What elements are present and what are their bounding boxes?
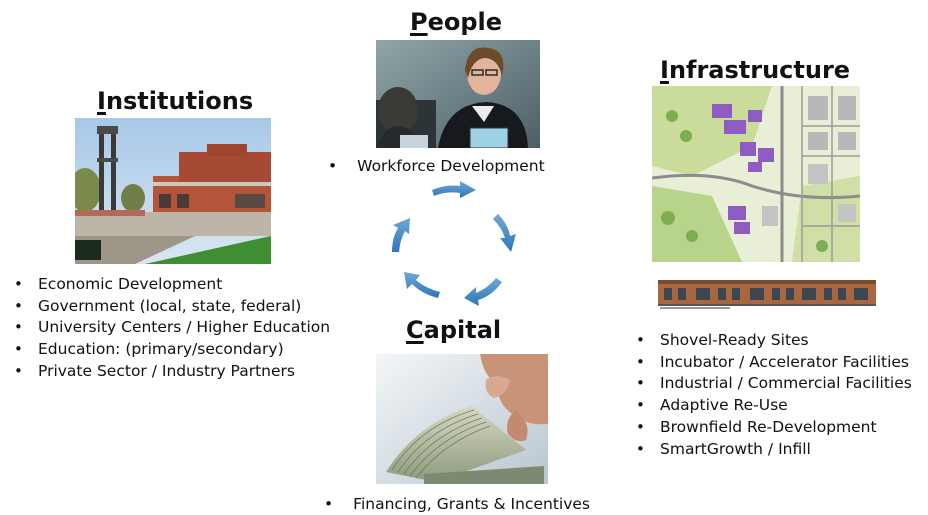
people-heading: People xyxy=(410,8,503,36)
list-item: Private Sector / Industry Partners xyxy=(14,361,330,383)
arrow-left-icon xyxy=(392,218,410,252)
cash-stack-photo xyxy=(376,354,548,484)
list-item: SmartGrowth / Infill xyxy=(636,439,912,461)
institutions-heading: Institutions xyxy=(97,87,254,115)
cycle-arrows xyxy=(380,176,540,316)
list-item: Government (local, state, federal) xyxy=(14,296,330,318)
list-item: Incubator / Accelerator Facilities xyxy=(636,352,912,374)
institutions-list: Economic Development Government (local, … xyxy=(14,274,330,383)
arrow-bottom-left-icon xyxy=(404,272,440,298)
campus-building-photo xyxy=(75,118,271,264)
capital-bullet: •Financing, Grants & Incentives xyxy=(324,495,590,513)
arrow-right-icon xyxy=(493,214,516,252)
capital-heading: Capital xyxy=(406,316,502,344)
list-item: Economic Development xyxy=(14,274,330,296)
arrow-top-icon xyxy=(432,181,476,198)
list-item: Education: (primary/secondary) xyxy=(14,339,330,361)
infrastructure-heading: Infrastructure xyxy=(660,56,851,84)
list-item: Industrial / Commercial Facilities xyxy=(636,373,912,395)
building-elevation-drawing xyxy=(656,272,878,312)
arrow-bottom-right-icon xyxy=(464,278,502,306)
list-item: Shovel-Ready Sites xyxy=(636,330,912,352)
list-item: Adaptive Re-Use xyxy=(636,395,912,417)
list-item: University Centers / Higher Education xyxy=(14,317,330,339)
infrastructure-list: Shovel-Ready Sites Incubator / Accelerat… xyxy=(636,330,912,460)
people-bullet: •Workforce Development xyxy=(328,157,545,175)
list-item: Brownfield Re-Development xyxy=(636,417,912,439)
business-meeting-photo xyxy=(376,40,540,148)
site-plan-map xyxy=(652,86,860,262)
